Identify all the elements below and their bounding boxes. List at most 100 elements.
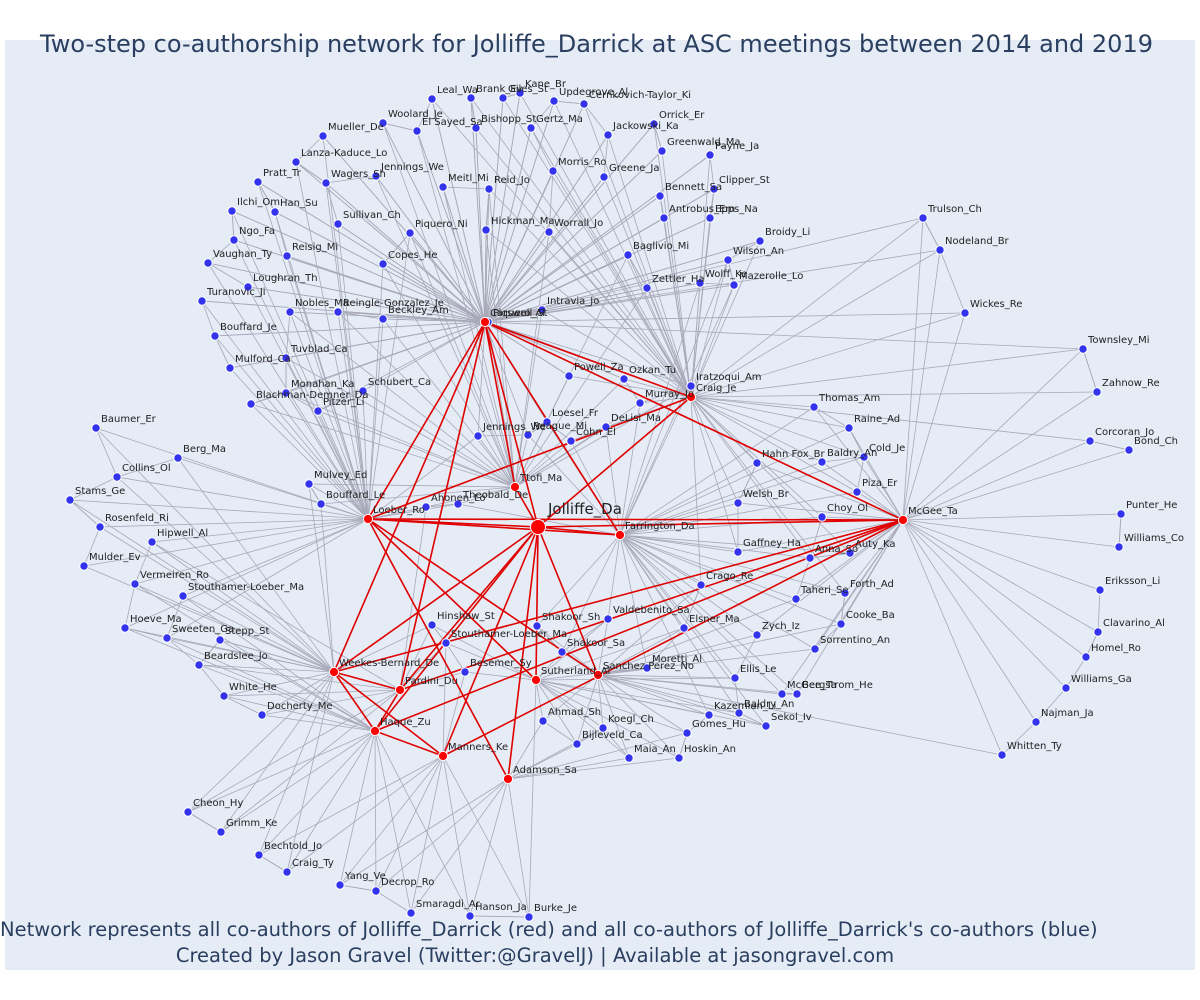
second-step-node[interactable] [682,728,692,738]
second-step-node[interactable] [572,739,582,749]
second-step-node[interactable] [178,591,188,601]
second-step-node[interactable] [761,721,771,731]
first-step-node[interactable] [897,514,909,526]
second-step-node[interactable] [333,307,343,317]
second-step-node[interactable] [817,457,827,467]
second-step-node[interactable] [642,663,652,673]
second-step-node[interactable] [1093,627,1103,637]
second-step-node[interactable] [183,807,193,817]
second-step-node[interactable] [225,363,235,373]
second-step-node[interactable] [635,398,645,408]
second-step-node[interactable] [282,251,292,261]
second-step-node[interactable] [498,93,508,103]
second-step-node[interactable] [333,219,343,229]
second-step-node[interactable] [777,689,787,699]
second-step-node[interactable] [696,580,706,590]
second-step-node[interactable] [723,255,733,265]
second-step-node[interactable] [624,753,634,763]
second-step-node[interactable] [752,630,762,640]
second-step-node[interactable] [598,723,608,733]
second-step-node[interactable] [203,258,213,268]
first-step-node[interactable] [502,773,514,785]
second-step-node[interactable] [809,402,819,412]
second-step-node[interactable] [817,512,827,522]
second-step-node[interactable] [1085,436,1095,446]
second-step-node[interactable] [729,280,739,290]
second-step-node[interactable] [378,118,388,128]
second-step-node[interactable] [564,371,574,381]
second-step-node[interactable] [1061,683,1071,693]
first-step-node[interactable] [479,316,491,328]
second-step-node[interactable] [112,472,122,482]
second-step-node[interactable] [686,381,696,391]
second-step-node[interactable] [730,673,740,683]
first-step-node[interactable] [592,669,604,681]
second-step-node[interactable] [471,123,481,133]
second-step-node[interactable] [257,710,267,720]
second-step-node[interactable] [406,908,416,918]
second-step-node[interactable] [481,225,491,235]
second-step-node[interactable] [526,123,536,133]
second-step-node[interactable] [623,250,633,260]
second-step-node[interactable] [649,119,659,129]
first-step-node[interactable] [509,481,521,493]
second-step-node[interactable] [227,206,237,216]
second-step-node[interactable] [659,213,669,223]
second-step-node[interactable] [935,245,945,255]
second-step-node[interactable] [427,94,437,104]
second-step-node[interactable] [473,431,483,441]
second-step-node[interactable] [291,157,301,167]
second-step-node[interactable] [91,423,101,433]
second-step-node[interactable] [441,638,451,648]
second-step-node[interactable] [215,635,225,645]
second-step-node[interactable] [579,99,589,109]
second-step-node[interactable] [371,886,381,896]
second-step-node[interactable] [120,623,130,633]
second-step-node[interactable] [549,96,559,106]
second-step-node[interactable] [219,691,229,701]
second-step-node[interactable] [657,146,667,156]
second-step-node[interactable] [844,423,854,433]
second-step-node[interactable] [197,296,207,306]
second-step-node[interactable] [679,623,689,633]
second-step-node[interactable] [79,561,89,571]
second-step-node[interactable] [523,430,533,440]
second-step-node[interactable] [229,235,239,245]
second-step-node[interactable] [918,213,928,223]
second-step-node[interactable] [1116,509,1126,519]
first-step-node[interactable] [685,391,697,403]
second-step-node[interactable] [705,213,715,223]
second-step-node[interactable] [281,353,291,363]
second-step-node[interactable] [733,498,743,508]
second-step-node[interactable] [642,283,652,293]
second-step-node[interactable] [316,499,326,509]
second-step-node[interactable] [378,314,388,324]
second-step-node[interactable] [453,499,463,509]
second-step-node[interactable] [997,750,1007,760]
first-step-node[interactable] [362,513,374,525]
second-step-node[interactable] [840,588,850,598]
second-step-node[interactable] [304,479,314,489]
second-step-node[interactable] [548,166,558,176]
second-step-node[interactable] [695,278,705,288]
second-step-node[interactable] [836,619,846,629]
second-step-node[interactable] [270,207,280,217]
second-step-node[interactable] [253,177,263,187]
second-step-node[interactable] [484,184,494,194]
second-step-node[interactable] [282,867,292,877]
second-step-node[interactable] [427,620,437,630]
second-step-node[interactable] [466,93,476,103]
first-step-node[interactable] [328,666,340,678]
second-step-node[interactable] [792,689,802,699]
second-step-node[interactable] [805,553,815,563]
second-step-node[interactable] [705,150,715,160]
second-step-node[interactable] [194,660,204,670]
second-step-node[interactable] [285,307,295,317]
second-step-node[interactable] [734,708,744,718]
second-step-node[interactable] [859,452,869,462]
second-step-node[interactable] [210,331,220,341]
second-step-node[interactable] [438,182,448,192]
second-step-node[interactable] [960,308,970,318]
second-step-node[interactable] [313,406,323,416]
first-step-node[interactable] [369,725,381,737]
